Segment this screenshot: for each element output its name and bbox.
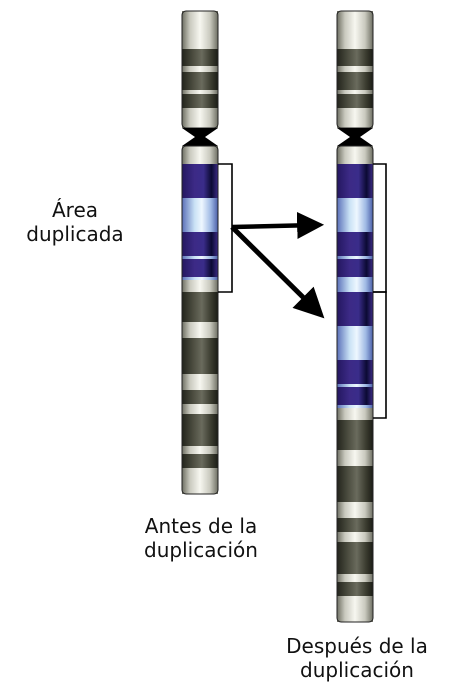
duplicated-band [337, 259, 373, 277]
before-label-line2: duplicación [144, 538, 258, 562]
band [182, 474, 218, 494]
duplicated-band [337, 405, 373, 408]
duplicated-band [182, 198, 218, 232]
arm-outline [181, 145, 219, 495]
duplicated-band [337, 326, 373, 360]
band [182, 338, 218, 374]
after-label-line1: Después de la [286, 634, 428, 658]
upper-arm-before [181, 10, 219, 129]
bracket-icon [218, 163, 233, 293]
before-label-line1: Antes de la [144, 514, 258, 538]
duplicated-area-label-line2: duplicada [26, 222, 124, 246]
band [337, 596, 373, 602]
before-label: Antes de la duplicación [126, 514, 276, 562]
band [337, 502, 373, 518]
band [182, 414, 218, 446]
after-label: Después de la duplicación [272, 634, 442, 682]
bracket-icon [373, 163, 387, 293]
band [182, 390, 218, 404]
duplicated-band [337, 280, 373, 292]
band [182, 404, 218, 414]
duplicated-band [182, 277, 218, 280]
duplicated-band [337, 256, 373, 259]
band [337, 72, 373, 90]
band [337, 602, 373, 622]
band [337, 582, 373, 596]
band [182, 322, 218, 338]
duplicated-band [182, 259, 218, 277]
band [337, 11, 373, 49]
chromosome-after [336, 10, 374, 623]
band [337, 108, 373, 128]
duplicated-band [182, 164, 218, 198]
band [337, 574, 373, 582]
band [337, 146, 373, 164]
duplicated-band [337, 384, 373, 387]
duplicated-band [337, 292, 373, 326]
band [337, 90, 373, 94]
bracket-icon [373, 291, 387, 419]
arrow-icon [231, 211, 325, 239]
band [337, 466, 373, 502]
band [337, 49, 373, 66]
band [182, 454, 218, 468]
band [182, 374, 218, 390]
after-label-line2: duplicación [300, 658, 414, 682]
band [182, 49, 218, 66]
lower-arm-after [336, 145, 374, 623]
band [182, 292, 218, 322]
band [337, 450, 373, 466]
band [182, 11, 218, 49]
duplicated-band [337, 164, 373, 198]
duplicated-band [337, 277, 373, 280]
band [182, 468, 218, 474]
duplicated-area-label-line1: Área [51, 198, 99, 222]
band [182, 66, 218, 72]
band [337, 420, 373, 450]
lower-arm-before [181, 145, 219, 495]
band [182, 72, 218, 90]
centromere-icon [182, 128, 218, 146]
band [182, 108, 218, 128]
duplicated-band [337, 360, 373, 384]
upper-arm-after [336, 10, 374, 129]
centromere-icon [337, 128, 373, 146]
band [337, 518, 373, 532]
band [337, 542, 373, 574]
duplicated-band [337, 232, 373, 256]
band [182, 446, 218, 454]
band [337, 532, 373, 542]
band [337, 66, 373, 72]
band [182, 280, 218, 292]
arm-outline [336, 145, 374, 623]
band [337, 408, 373, 420]
arrow-icon [230, 225, 325, 319]
duplicated-band [337, 387, 373, 405]
duplicated-band [337, 198, 373, 232]
duplicated-area-label: Área duplicada [20, 198, 130, 246]
band [182, 90, 218, 94]
band [337, 94, 373, 108]
duplicated-band [182, 232, 218, 256]
band [182, 94, 218, 108]
duplicated-band [182, 256, 218, 259]
band [182, 146, 218, 164]
chromosome-before [181, 10, 219, 495]
